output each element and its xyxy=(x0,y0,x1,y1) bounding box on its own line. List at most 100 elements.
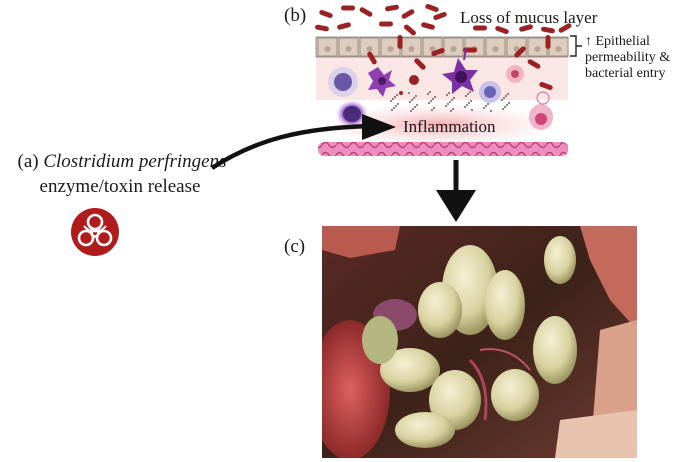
toxin-particle xyxy=(469,91,471,93)
toxin-particle xyxy=(468,102,470,104)
toxin-particle xyxy=(416,104,418,106)
toxin-particle xyxy=(428,102,430,104)
bacterium xyxy=(425,3,439,13)
curved-arrow xyxy=(210,123,371,170)
toxin-particle xyxy=(395,105,397,107)
toxin-particle xyxy=(427,93,429,95)
epithelial-nucleus xyxy=(429,46,436,52)
bacterium xyxy=(421,22,435,30)
toxin-particle xyxy=(449,101,451,103)
toxin-particle xyxy=(412,108,414,110)
bacterium xyxy=(545,35,551,49)
toxin-particle xyxy=(471,109,473,111)
bacterium xyxy=(401,9,415,19)
toxin-particle xyxy=(431,109,433,111)
toxin-particle xyxy=(434,96,436,98)
toxin-particle xyxy=(447,103,449,105)
toxin-particle xyxy=(394,96,396,98)
epithelial-nucleus xyxy=(492,46,499,52)
toxin-particle xyxy=(450,110,452,112)
toxin-particle xyxy=(414,106,416,108)
bacterium xyxy=(539,81,553,91)
toxin-particle xyxy=(430,100,432,102)
bacterium xyxy=(404,24,416,36)
bacterium xyxy=(359,7,373,17)
toxin-particle xyxy=(483,107,485,109)
toxin-particle xyxy=(470,100,472,102)
toxin-particle xyxy=(432,98,434,100)
toxin-particle xyxy=(390,100,392,102)
toxin-particle xyxy=(464,106,466,108)
epithelial-nucleus xyxy=(534,46,541,52)
toxin-particle xyxy=(506,104,508,106)
organism-name: Clostridium perfringens xyxy=(43,151,227,172)
toxin-particle xyxy=(501,99,503,101)
epithelial-nucleus xyxy=(450,46,457,52)
epithelial-nucleus xyxy=(324,46,331,52)
toxin-particle xyxy=(485,105,487,107)
curved-arrowhead xyxy=(362,114,396,140)
permeability-line-3: bacterial entry xyxy=(585,66,666,81)
toxin-particle xyxy=(507,93,509,95)
panel-a-letter: (a) xyxy=(17,151,39,172)
bacterium xyxy=(527,59,541,69)
bacterium xyxy=(315,24,329,32)
toxin-particle xyxy=(397,103,399,105)
toxin-particle xyxy=(413,97,415,99)
toxin-particle xyxy=(466,104,468,106)
bacterium xyxy=(319,9,333,19)
inflammation-label: Inflammation xyxy=(403,117,496,136)
bacterium xyxy=(495,25,509,35)
toxin-particle xyxy=(410,110,412,112)
toxin-particle xyxy=(490,110,492,112)
toxin-particle xyxy=(393,107,395,109)
bacterium xyxy=(337,22,351,30)
bacterium xyxy=(414,58,426,70)
panel-a-text: (a) Clostridium perfringens xyxy=(2,151,242,173)
permeability-line-1: ↑ Epithelial xyxy=(585,34,650,49)
bacterium xyxy=(367,51,377,65)
bacterium xyxy=(514,46,526,58)
toxin-particle xyxy=(392,98,394,100)
toxin-particle xyxy=(487,103,489,105)
bacterium xyxy=(519,24,533,32)
toxin-release-label: enzyme/toxin release xyxy=(39,176,201,197)
bacterium xyxy=(541,26,555,34)
toxin-particle xyxy=(391,109,393,111)
down-arrowhead xyxy=(436,190,476,222)
epithelial-nucleus xyxy=(387,46,394,52)
toxin-particle xyxy=(396,94,398,96)
toxin-particle xyxy=(448,92,450,94)
toxin-particle xyxy=(411,99,413,101)
toxin-particle xyxy=(408,92,410,94)
epithelial-nucleus xyxy=(345,46,352,52)
toxin-particle xyxy=(505,95,507,97)
panel-c-letter: (c) xyxy=(284,236,306,257)
bacterium xyxy=(473,25,487,31)
toxin-particle xyxy=(465,95,467,97)
toxin-particle xyxy=(503,97,505,99)
epithelial-nucleus xyxy=(408,46,415,52)
mucus-layer-label: Loss of mucus layer xyxy=(460,8,598,27)
toxin-particle xyxy=(445,105,447,107)
permeability-label: ↑ Epithelial permeability & bacterial en… xyxy=(585,34,685,82)
toxin-particle xyxy=(453,97,455,99)
toxin-particle xyxy=(415,95,417,97)
bacterium xyxy=(385,4,399,12)
bacterium xyxy=(433,11,447,21)
bacterium xyxy=(341,5,355,11)
bacterium xyxy=(558,23,572,33)
bacterium xyxy=(397,35,403,49)
toxin-particle xyxy=(451,99,453,101)
toxin-particle xyxy=(502,108,504,110)
toxin-particle xyxy=(504,106,506,108)
toxin-particle xyxy=(429,91,431,93)
bacterium xyxy=(379,21,393,27)
epithelial-nucleus xyxy=(555,46,562,52)
toxin-particle xyxy=(467,93,469,95)
bacterium xyxy=(431,47,445,57)
